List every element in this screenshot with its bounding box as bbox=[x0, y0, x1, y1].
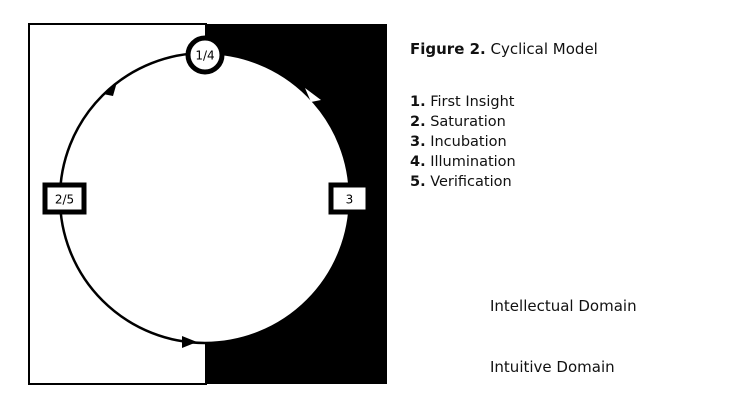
stage-label: First Insight bbox=[425, 94, 515, 110]
legend-label-intellectual: Intellectual Domain bbox=[490, 297, 637, 315]
stage-number: 2. bbox=[410, 114, 426, 130]
stage-number: 5. bbox=[410, 174, 426, 190]
stage-item: 5. Verification bbox=[410, 172, 516, 192]
arrow-lower bbox=[182, 336, 197, 348]
stage-number: 1. bbox=[410, 94, 426, 110]
cycle-circle bbox=[58, 51, 352, 345]
stage-list: 1. First Insight 2. Saturation 3. Incuba… bbox=[410, 92, 516, 192]
legend-swatch-intellectual bbox=[427, 278, 475, 326]
node-label-right: 3 bbox=[346, 193, 354, 207]
figure-title-number: Figure 2. bbox=[410, 40, 486, 58]
node-label-top: 1/4 bbox=[195, 49, 214, 63]
stage-number: 4. bbox=[410, 154, 426, 170]
stage-label: Incubation bbox=[425, 134, 507, 150]
node-label-left: 2/5 bbox=[55, 193, 74, 207]
stage-number: 3. bbox=[410, 134, 426, 150]
stage-item: 2. Saturation bbox=[410, 112, 516, 132]
arrow-upper-right bbox=[305, 88, 321, 102]
legend-swatch-intuitive bbox=[427, 340, 475, 388]
legend-label-intuitive: Intuitive Domain bbox=[490, 358, 615, 376]
stage-item: 1. First Insight bbox=[410, 92, 516, 112]
node-saturation-verification: 2/5 bbox=[42, 182, 87, 215]
arrow-upper-left bbox=[103, 82, 117, 96]
figure-title: Figure 2. Cyclical Model bbox=[410, 40, 598, 58]
figure-title-text: Cyclical Model bbox=[485, 40, 598, 58]
stage-label: Verification bbox=[425, 174, 512, 190]
node-incubation: 3 bbox=[328, 182, 371, 215]
stage-item: 3. Incubation bbox=[410, 132, 516, 152]
stage-item: 4. Illumination bbox=[410, 152, 516, 172]
stage-label: Saturation bbox=[425, 114, 506, 130]
node-first-insight-illumination: 1/4 bbox=[185, 35, 225, 75]
stage-label: Illumination bbox=[425, 154, 516, 170]
